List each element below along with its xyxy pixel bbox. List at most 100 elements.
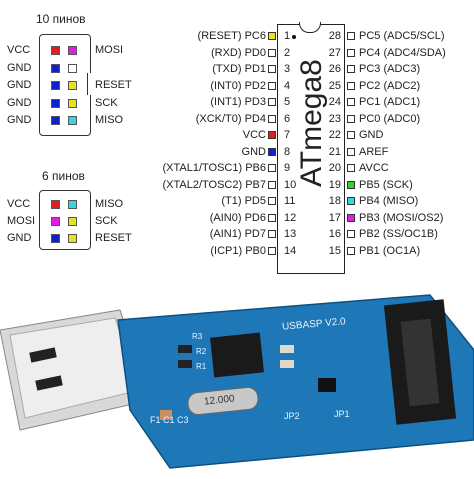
chip-left-pin-number: 10	[284, 178, 297, 191]
chip-left-pin	[268, 180, 276, 189]
c6-right-label: MISO	[95, 198, 124, 210]
chip-right-pin-number: 15	[328, 244, 341, 257]
connector-6-pin	[39, 190, 91, 250]
chip-left-pin	[268, 213, 276, 222]
chip-right-pin	[347, 32, 355, 40]
chip-right-pin-label: PB3 (MOSI/OS2)	[359, 211, 444, 224]
c10-pin-left	[51, 81, 60, 90]
chip-left-pin-number: 14	[284, 244, 297, 257]
chip-right-pin-number: 25	[328, 79, 341, 92]
c10-pin-left	[51, 63, 60, 73]
c6-left-label: MOSI	[7, 215, 36, 227]
c10-left-label: GND	[7, 61, 32, 74]
chip-right-pin-label: AVCC	[359, 162, 389, 174]
c10-left-label: GND	[7, 79, 32, 91]
chip-left-pin-number: 13	[284, 228, 297, 240]
c6-right-label: RESET	[95, 232, 132, 244]
chip-left-pin-label: (ICP1) PB0	[210, 244, 266, 257]
board-graphic	[0, 294, 474, 469]
chip-left-pin	[268, 98, 276, 106]
c6-pin-left	[51, 200, 60, 209]
chip-left-pin-label: (XTAL2/TOSC2) PB7	[162, 178, 266, 191]
chip-left-pin-label: (AIN1) PD7	[209, 228, 266, 240]
r1-label: R1	[196, 362, 207, 371]
c10-pin-left	[51, 98, 60, 108]
c6-left-label: VCC	[7, 198, 31, 210]
chip-right-pin-label: PC3 (ADC3)	[359, 63, 421, 75]
chip-left-pin	[268, 32, 276, 40]
chip-right-pin-label: PB5 (SCK)	[359, 178, 413, 191]
c10-right-label: MISO	[95, 114, 124, 126]
chip-right-pin-number: 22	[328, 129, 341, 141]
chip-left-pin-label: (TXD) PD1	[212, 63, 266, 75]
chip-left-pin-label: GND	[241, 145, 266, 158]
chip-left-pin	[268, 147, 276, 156]
chip-left-pin-number: 5	[284, 96, 291, 108]
chip-right-pin-number: 20	[328, 162, 341, 174]
chip-right-pin-label: PB1 (OC1A)	[359, 244, 421, 257]
chip-right-pin	[347, 230, 355, 238]
c6-pin-right	[68, 234, 77, 243]
chip-left-pin	[268, 65, 276, 73]
chip-right-pin-number: 19	[328, 178, 341, 191]
chip-left-pin-label: (RESET) PC6	[197, 30, 266, 42]
chip-left-pin-number: 8	[284, 145, 291, 158]
chip-left-pin-label: VCC	[242, 129, 266, 141]
chip-left-pin-label: (XTAL1/TOSC1) PB6	[162, 162, 266, 174]
c6-pin-right	[68, 200, 77, 209]
chip-left-pin	[268, 81, 276, 90]
chip-right-pin	[347, 81, 355, 90]
connector-10-notch	[87, 73, 92, 95]
header-6-title: 6 пинов	[42, 169, 85, 183]
chip-left-pin	[268, 230, 276, 238]
header-10-title: 10 пинов	[36, 12, 86, 26]
c10-left-label: GND	[7, 96, 32, 109]
c10-pin-left	[51, 116, 60, 125]
chip-right-pin	[347, 65, 355, 73]
chip-left-pin-label: (INT0) PD2	[210, 79, 266, 92]
c6-pin-right	[68, 217, 77, 226]
silk-label: F1 C1 C3	[150, 415, 189, 425]
c10-pin-left	[51, 46, 60, 55]
chip-right-pin-number: 21	[328, 145, 341, 158]
chip-left-pin-number: 12	[284, 211, 297, 224]
chip-left-pin-label: (RXD) PD0	[210, 46, 266, 59]
chip-right-pin-label: AREF	[359, 145, 389, 158]
chip-right-pin-label: PB2 (SS/OC1B)	[359, 228, 438, 240]
chip-left-pin	[268, 246, 276, 255]
chip-right-pin	[347, 197, 355, 205]
chip-right-pin-number: 26	[328, 63, 341, 75]
c10-pin-right	[68, 116, 77, 125]
chip-left-pin-number: 7	[284, 129, 291, 141]
chip-left-pin-number: 9	[284, 162, 291, 174]
c6-left-label: GND	[7, 232, 32, 244]
chip-right-pin-number: 18	[328, 195, 341, 207]
c6-pin-left	[51, 234, 60, 243]
chip-right-pin	[347, 147, 355, 156]
chip-right-pin	[347, 98, 355, 106]
chip-right-pin-number: 24	[328, 96, 341, 108]
chip-right-pin-label: GND	[359, 129, 384, 141]
r3-label: R3	[192, 332, 203, 341]
chip-left-pin	[268, 197, 276, 205]
chip-right-pin	[347, 180, 355, 189]
chip-left-pin-label: (INT1) PD3	[210, 96, 266, 108]
c10-pin-right	[68, 46, 77, 55]
chip-left-pin-number: 1	[284, 30, 291, 42]
chip-right-pin	[347, 131, 355, 139]
c10-right-label: SCK	[95, 96, 118, 109]
c10-left-label: VCC	[7, 44, 31, 56]
chip-left-pin-number: 6	[284, 112, 291, 125]
chip-right-pin-label: PC2 (ADC2)	[359, 79, 421, 92]
connector-10-pin	[39, 34, 91, 136]
chip-left-pin-label: (AIN0) PD6	[209, 211, 266, 224]
c6-pin-left	[51, 217, 60, 226]
c10-right-label: MOSI	[95, 44, 124, 56]
chip-right-pin-label: PC4 (ADC4/SDA)	[359, 46, 446, 59]
chip-right-pin-number: 28	[328, 30, 341, 42]
usbasp-board: USBASP V2.0 12.000 JP2 JP1 F1 C1 C3 R3 R…	[0, 290, 474, 474]
c10-right-label: RESET	[95, 79, 132, 91]
chip-right-pin-number: 23	[328, 112, 341, 125]
r2-label: R2	[196, 347, 207, 356]
chip-left-pin-label: (XCK/T0) PD4	[195, 112, 266, 125]
